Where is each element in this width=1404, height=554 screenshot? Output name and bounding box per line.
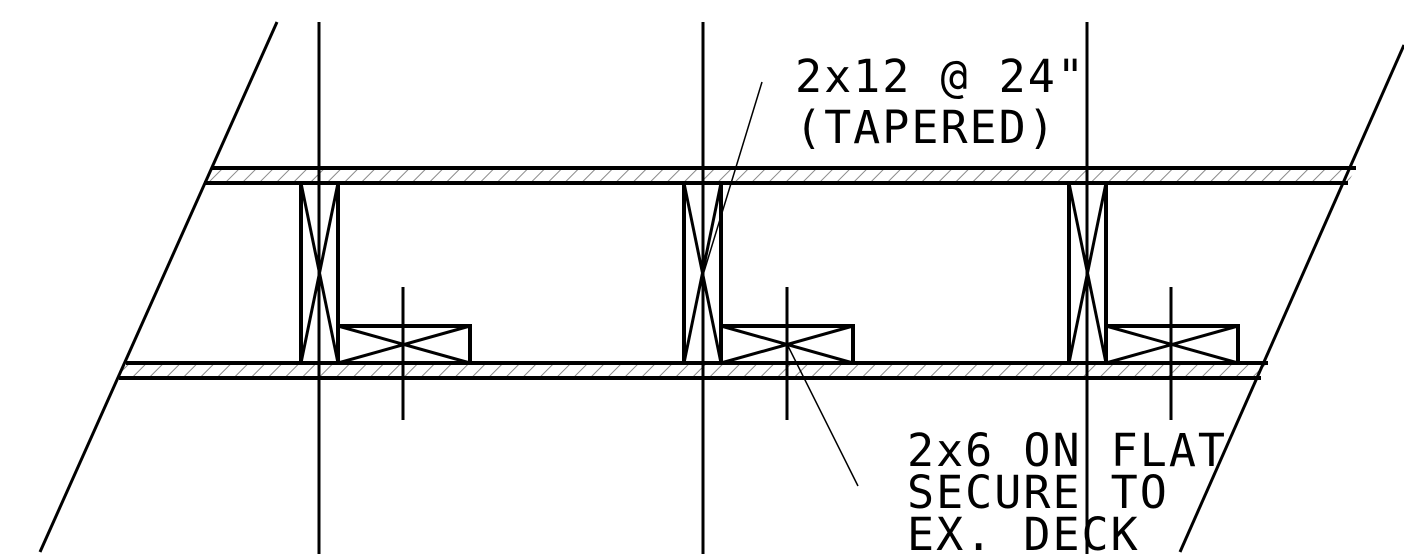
break-line-left bbox=[38, 21, 279, 553]
top-sheathing bbox=[204, 166, 1356, 185]
blocking-leader-line bbox=[786, 343, 859, 487]
joist-label-line2: (TAPERED) bbox=[795, 101, 1057, 154]
blocking-label-line2: SECURE TO bbox=[907, 466, 1169, 519]
blocking-label-line3: EX. DECK bbox=[907, 508, 1140, 554]
blocking-label-line1: 2x6 ON FLAT bbox=[907, 424, 1227, 477]
joist-leader-line bbox=[702, 81, 763, 276]
joist-label-line1: 2x12 @ 24" bbox=[795, 50, 1086, 103]
break-line-right bbox=[1178, 44, 1404, 553]
bottom-sheathing bbox=[119, 361, 1268, 380]
